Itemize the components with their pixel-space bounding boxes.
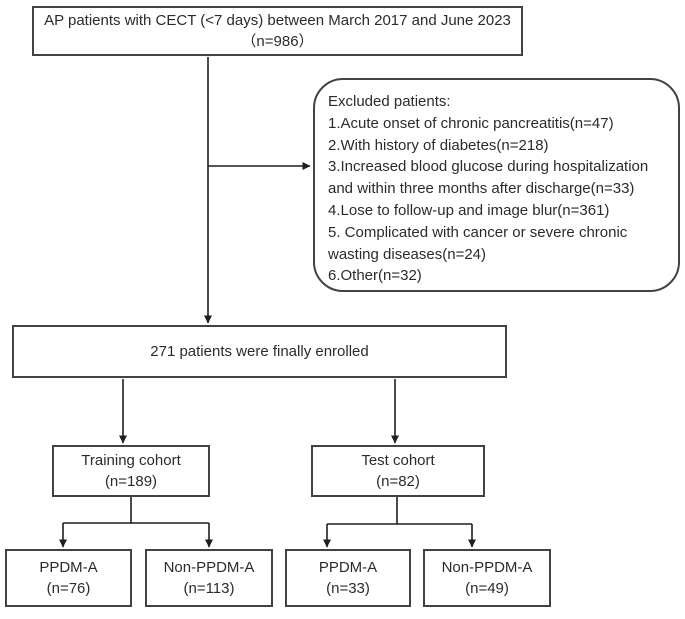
connector-training-split (63, 497, 132, 524)
excluded-item: 1.Acute onset of chronic pancreatitis(n=… (328, 114, 614, 132)
training-cohort-count: (n=189) (104, 473, 158, 490)
source-population-count: （n=986） (241, 33, 314, 50)
enrolled-text: 271 patients were finally enrolled (150, 343, 369, 360)
test-cohort-box: Test cohort (n=82) (311, 445, 485, 497)
connector-test-split (327, 497, 398, 525)
outcome-label: Non-PPDM-A (441, 559, 533, 576)
source-population-box: AP patients with CECT (<7 days) between … (32, 6, 523, 56)
outcome-label: PPDM-A (39, 559, 98, 576)
test-cohort-count: (n=82) (376, 473, 420, 490)
excluded-item: 2.With history of diabetes(n=218) (328, 136, 549, 154)
outcome-label: PPDM-A (318, 559, 378, 576)
excluded-item: 5. Complicated with cancer or severe chr… (328, 223, 628, 263)
outcome-count: (n=49) (465, 580, 509, 597)
excluded-item: 6.Other(n=32) (328, 267, 422, 285)
enrolled-patients-box: 271 patients were finally enrolled (12, 325, 507, 378)
test-nonppdm-box: Non-PPDM-A (n=49) (423, 549, 551, 607)
outcome-count: (n=33) (326, 580, 370, 597)
training-nonppdm-box: Non-PPDM-A (n=113) (145, 549, 273, 607)
training-cohort-label: Training cohort (81, 452, 181, 469)
excluded-patients-box: Excluded patients: 1.Acute onset of chro… (313, 78, 680, 292)
test-cohort-label: Test cohort (361, 452, 435, 469)
outcome-label: Non-PPDM-A (163, 559, 255, 576)
outcome-count: (n=76) (46, 580, 91, 597)
training-ppdm-box: PPDM-A (n=76) (5, 549, 132, 607)
source-population-text: AP patients with CECT (<7 days) between … (44, 12, 511, 29)
training-cohort-box: Training cohort (n=189) (52, 445, 210, 497)
excluded-item: 3.Increased blood glucose during hospita… (328, 158, 649, 198)
test-ppdm-box: PPDM-A (n=33) (285, 549, 411, 607)
excluded-title: Excluded patients: (328, 93, 451, 110)
excluded-item: 4.Lose to follow-up and image blur(n=361… (328, 201, 610, 219)
outcome-count: (n=113) (183, 580, 235, 597)
